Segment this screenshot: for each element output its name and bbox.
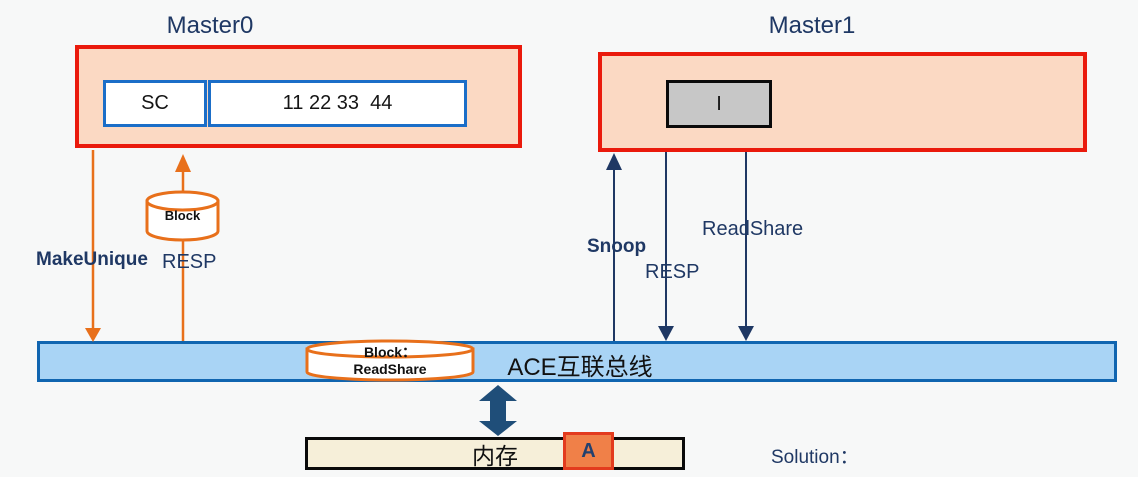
master1-cache-state-box: I [666,80,772,128]
master1-title: Master1 [768,12,856,39]
master0-title: Master0 [166,12,254,39]
master0-cache-state-box: SC [103,80,207,127]
snoop-label: Snoop [587,236,647,257]
read-share-arrow [738,152,754,341]
memory-box: 内存 [305,437,685,470]
bus-block-cylinder-line2: ReadShare [353,361,427,377]
block-cylinder-label: Block [164,208,201,223]
read-share-label: ReadShare [702,218,804,240]
solution-label: Solution： [771,447,859,468]
resp-master1-label: RESP [645,261,700,283]
master0-cache-data-box: 11 22 33 44 [208,80,467,127]
resp-master0-label: RESP [162,251,217,273]
resp-master0-arrow [175,154,191,341]
ace-bus [37,341,1117,382]
make-unique-arrow [85,150,101,342]
bus-block-cylinder-label: Block： ReadShare [307,344,473,378]
memory-cell-a: A [563,432,614,470]
make-unique-label: MakeUnique [36,249,148,270]
resp-master1-arrow [658,152,674,341]
bus-memory-double-arrow [479,385,517,436]
bus-block-cylinder-line1: Block： [363,344,417,360]
ace-bus-label: ACE互联总线 [507,354,653,381]
